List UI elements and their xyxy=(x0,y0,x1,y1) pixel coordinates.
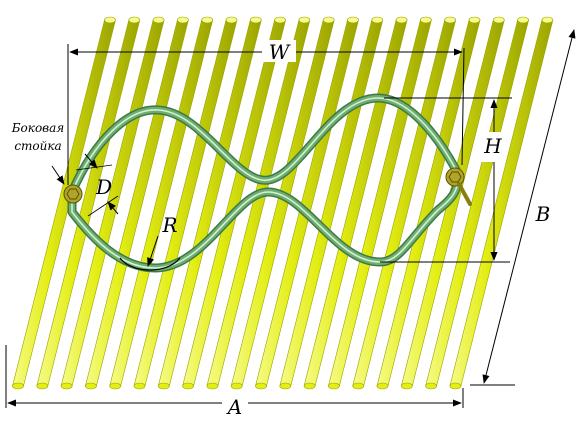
rod-end xyxy=(152,16,165,24)
rod-end xyxy=(420,16,432,24)
dimension-r: R xyxy=(119,213,181,271)
rod-end xyxy=(255,382,267,390)
wire-loop xyxy=(67,93,462,273)
rod-end xyxy=(36,382,49,390)
rod-end xyxy=(274,16,286,24)
rod-end xyxy=(352,382,365,390)
rod-end xyxy=(468,16,481,24)
wire-loop-highlight xyxy=(71,97,459,269)
rod-end xyxy=(182,382,194,390)
rod-end xyxy=(85,382,97,390)
rod-end xyxy=(395,16,408,24)
label-r: R xyxy=(161,213,177,237)
side-post-label-line2: стойка xyxy=(14,139,61,153)
rod-end xyxy=(230,382,243,390)
rod-end xyxy=(109,382,121,390)
label-b: B xyxy=(535,202,551,226)
rod-end xyxy=(128,16,141,24)
rod-end xyxy=(225,16,238,24)
label-a: A xyxy=(226,395,242,419)
rod-end xyxy=(371,16,384,24)
rod-end xyxy=(347,16,359,24)
rod-end xyxy=(104,16,116,24)
dimension-b: B xyxy=(470,29,576,386)
rod-end xyxy=(400,382,413,390)
label-h: H xyxy=(483,134,502,158)
dimension-d: D xyxy=(75,153,119,217)
dimension-w: W xyxy=(67,40,465,185)
rod-end xyxy=(517,16,529,24)
rod-end xyxy=(60,382,73,390)
rod-end xyxy=(492,16,505,24)
rod-array xyxy=(12,16,554,390)
rod-end xyxy=(177,16,189,24)
rod-end xyxy=(279,382,292,390)
rod-end xyxy=(328,382,340,390)
rod-end xyxy=(449,382,462,390)
left-bolt xyxy=(63,184,83,204)
rod-end xyxy=(425,382,437,390)
rod-end xyxy=(201,16,213,24)
rod-end xyxy=(298,16,311,24)
side-post-label-line1: Боковая xyxy=(11,121,65,135)
right-bolt xyxy=(445,167,472,206)
dimension-a: A xyxy=(5,345,464,419)
rod-end xyxy=(303,382,316,390)
rod-end xyxy=(158,382,170,390)
rod-end xyxy=(12,382,24,390)
rod-end xyxy=(322,16,335,24)
rod-end xyxy=(133,382,146,390)
label-w: W xyxy=(269,40,291,64)
rod-end xyxy=(541,16,554,24)
rod-end xyxy=(250,16,262,24)
rod-end xyxy=(206,382,219,390)
rod-end xyxy=(444,16,457,24)
rod-end xyxy=(376,382,389,390)
side-post-callout: Боковая стойка xyxy=(11,121,65,185)
label-d: D xyxy=(95,175,112,199)
